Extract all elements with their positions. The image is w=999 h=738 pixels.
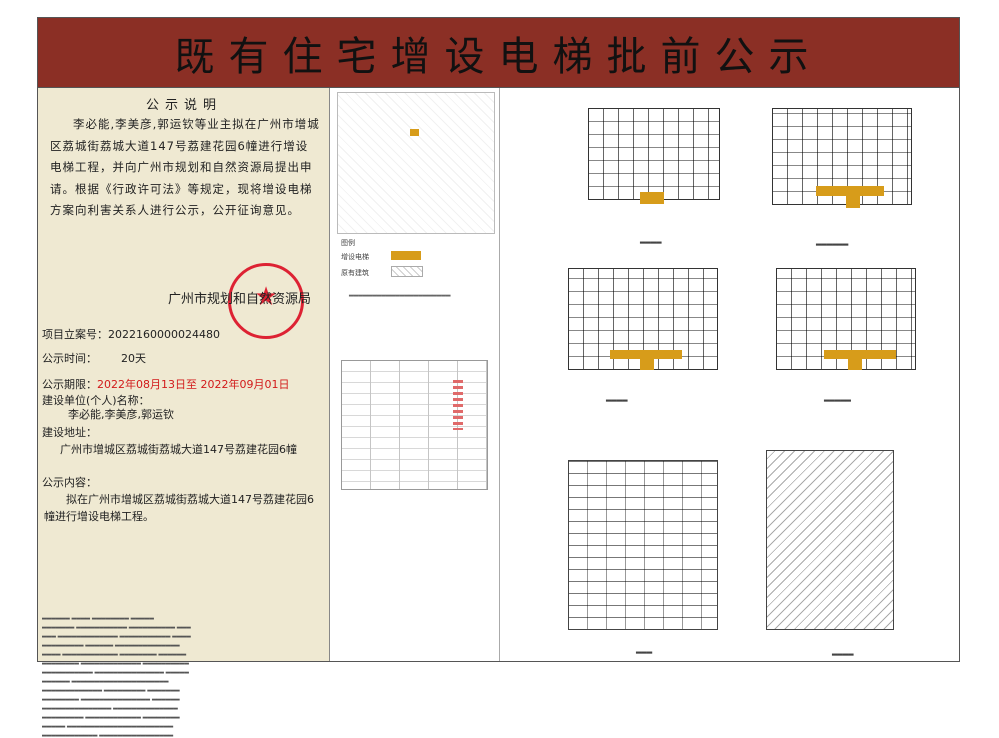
content-label: 公示内容： xyxy=(42,476,97,489)
content-value: 拟在广州市增城区荔城街荔城大道147号荔建花园6幢进行增设电梯工程。 xyxy=(44,493,314,523)
location-label: 建设地址： xyxy=(42,426,97,439)
notice-panel: 公示说明 李必能,李美彦,郭运钦等业主拟在广州市增城区荔城街荔城大道147号荔建… xyxy=(38,88,330,737)
elevator-shaft-1 xyxy=(640,192,664,204)
authority-name: 广州市规划和自然资源局 xyxy=(168,292,312,307)
location-value: 广州市增城区荔城街荔城大道147号荔建花园6幢 xyxy=(60,443,297,456)
notice-heading: 公示说明 xyxy=(145,98,222,113)
floor-plan-1 xyxy=(588,108,720,200)
drawing-caption-1: ▂▂▂▂ xyxy=(640,236,662,244)
site-map xyxy=(337,92,495,234)
drawing-caption-3: ▂▂▂▂ xyxy=(606,394,628,402)
drawing-caption-4: ▂▂▂▂▂ xyxy=(824,394,851,402)
legend-swatch-existing xyxy=(391,266,423,277)
signature-marks xyxy=(453,380,463,430)
elevator-corridor-4 xyxy=(824,350,896,359)
table-caption: ▂▂▂▂▂▂▂▂▂▂▂▂▂▂▂▂▂▂▂▂▂▂ xyxy=(349,290,451,297)
owners-consent-table xyxy=(341,360,488,490)
dates-label: 公示期限： xyxy=(42,378,97,391)
period-row: 公示时间： 20天 xyxy=(42,350,146,366)
section-drawing xyxy=(766,450,894,630)
notice-paragraph: 李必能,李美彦,郭运钦等业主拟在广州市增城区荔城街荔城大道147号荔建花园6幢进… xyxy=(50,117,320,217)
elevator-shaft-2 xyxy=(846,196,860,208)
applicant-label: 建设单位(个人)名称： xyxy=(42,394,150,407)
applicant-value: 李必能,李美彦,郭运钦 xyxy=(68,408,174,421)
official-seal: ★ xyxy=(228,263,304,339)
site-plan-panel: 图例 增设电梯 原有建筑 ▂▂▂▂▂▂▂▂▂▂▂▂▂▂▂▂▂▂▂▂▂▂ xyxy=(331,88,500,661)
period-label: 公示时间： xyxy=(42,352,97,365)
drawing-caption-5: ▂▂▂ xyxy=(636,646,653,654)
legend-title: 图例 xyxy=(341,239,355,247)
page-title: 既有住宅增设电梯批前公示 xyxy=(174,33,823,80)
drawings-panel: ▂▂▂▂ ▂▂▂▂▂▂ ▂▂▂▂ ▂▂▂▂▂ ▂▂▂ ▂▂▂▂ xyxy=(500,88,959,661)
drawing-caption-6: ▂▂▂▂ xyxy=(832,648,854,656)
dates-value: 2022年08月13日至 2022年09月01日 xyxy=(97,378,290,391)
legend-label-existing: 原有建筑 xyxy=(341,269,369,277)
legend-swatch-elevator xyxy=(391,251,421,260)
drawing-caption-2: ▂▂▂▂▂▂ xyxy=(816,238,849,246)
front-elevation xyxy=(568,460,718,630)
site-location-marker xyxy=(410,129,419,136)
elevator-corridor-3 xyxy=(610,350,682,359)
elevator-corridor-2 xyxy=(816,186,884,196)
project-no-value: 2022160000024480 xyxy=(108,328,220,341)
dates-row: 公示期限：2022年08月13日至 2022年09月01日 xyxy=(42,376,289,392)
elevator-shaft-3 xyxy=(640,358,654,370)
title-bar: 既有住宅增设电梯批前公示 xyxy=(37,17,960,88)
project-no-label: 项目立案号： xyxy=(42,328,108,341)
legend-label-elevator: 增设电梯 xyxy=(341,253,369,261)
period-value: 20天 xyxy=(121,352,146,365)
project-no-row: 项目立案号：2022160000024480 xyxy=(42,326,220,342)
elevator-shaft-4 xyxy=(848,358,862,370)
seal-star-icon: ★ xyxy=(254,282,278,312)
fine-print-notes: ▂▂▂▂▂▂ ▂▂▂▂ ▂▂▂▂▂▂▂▂ ▂▂▂▂▂ ▂▂▂▂▂▂▂ ▂▂▂▂▂… xyxy=(42,613,191,737)
